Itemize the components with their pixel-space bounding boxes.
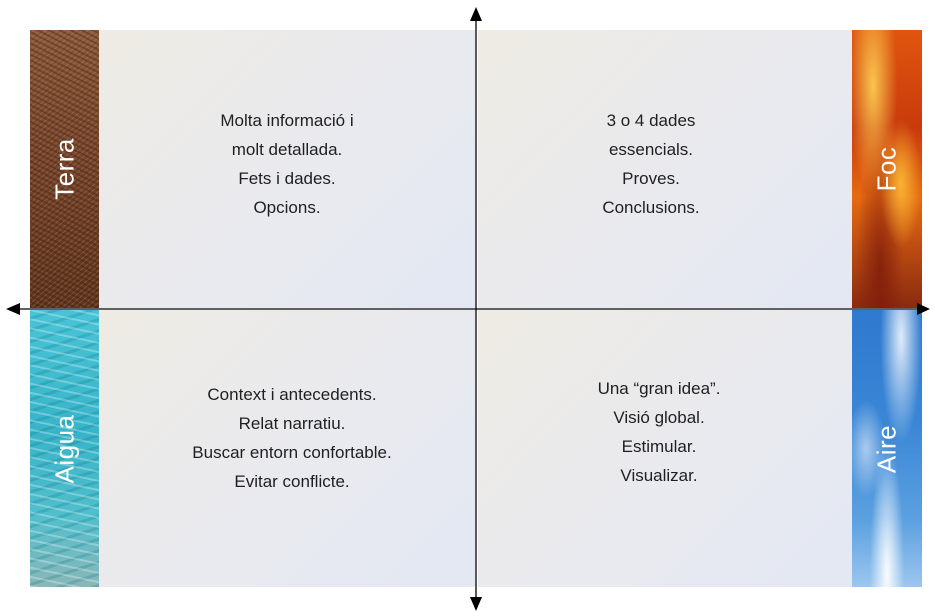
- aire-image-strip: Aire: [852, 310, 922, 587]
- terra-line: Molta informació i: [220, 111, 354, 130]
- aigua-image-strip: Aigua: [30, 310, 99, 587]
- quadrant-aire-panel: [478, 310, 853, 587]
- arrow-up-icon: [470, 7, 482, 21]
- aire-line: Visualizar.: [620, 466, 698, 485]
- aire-line: Una “gran idea”.: [597, 379, 721, 398]
- quadrant-terra-panel: [96, 30, 475, 308]
- foc-text-block: 3 o 4 dades essencials. Proves. Conclusi…: [501, 106, 801, 222]
- aire-text-block: Una “gran idea”. Visió global. Estimular…: [509, 374, 809, 490]
- aigua-line: Context i antecedents.: [207, 385, 377, 404]
- foc-line: essencials.: [608, 140, 694, 159]
- aire-line: Visió global.: [613, 408, 705, 427]
- quadrant-aigua-panel: [96, 310, 475, 587]
- aire-label: Aire: [871, 424, 902, 473]
- terra-line: Fets i dades.: [238, 169, 336, 188]
- arrow-down-icon: [470, 597, 482, 611]
- quadrant-foc-panel: [478, 30, 853, 308]
- foc-line: Proves.: [622, 169, 680, 188]
- terra-image-strip: Terra: [30, 30, 99, 308]
- aigua-line: Evitar conflicte.: [234, 472, 350, 491]
- terra-line: Opcions.: [253, 198, 321, 217]
- terra-label: Terra: [49, 138, 79, 200]
- foc-image-strip: Foc: [852, 30, 922, 308]
- aigua-label: Aigua: [49, 414, 79, 483]
- aire-line: Estimular.: [621, 437, 697, 456]
- terra-text-block: Molta informació i molt detallada. Fets …: [137, 106, 437, 222]
- aigua-line: Buscar entorn confortable.: [192, 443, 392, 462]
- foc-line: Conclusions.: [602, 198, 700, 217]
- aigua-line: Relat narratiu.: [238, 414, 346, 433]
- foc-label: Foc: [871, 146, 902, 192]
- arrow-left-icon: [6, 303, 20, 315]
- terra-line: molt detallada.: [231, 140, 343, 159]
- aigua-text-block: Context i antecedents. Relat narratiu. B…: [142, 380, 442, 496]
- foc-line: 3 o 4 dades: [606, 111, 696, 130]
